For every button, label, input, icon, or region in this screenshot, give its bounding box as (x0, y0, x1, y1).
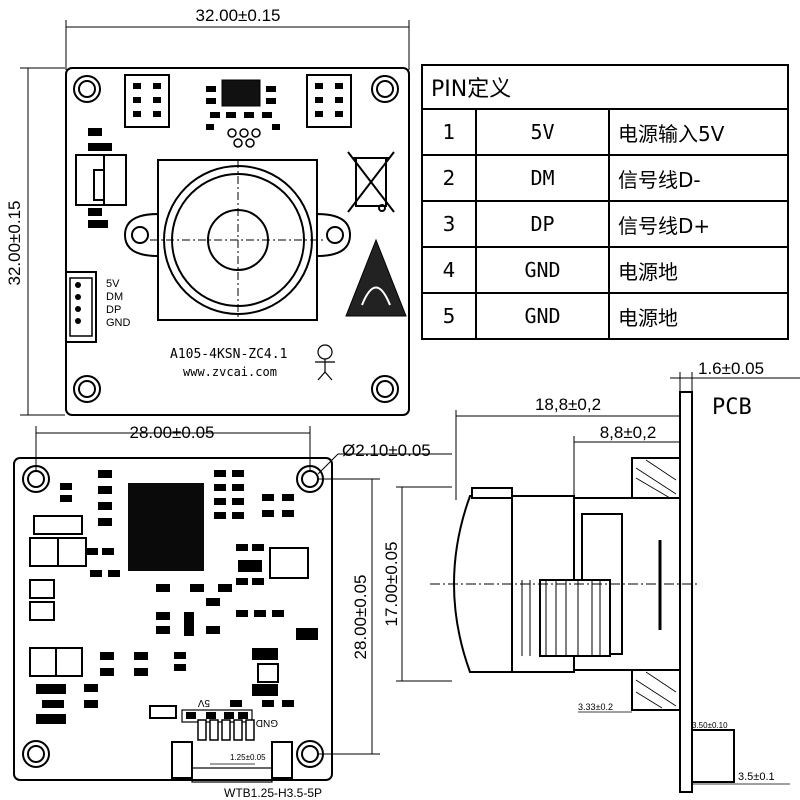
pin-table-title: PIN定义 (421, 64, 789, 110)
usb-connector (65, 271, 97, 343)
mount-hole-icon (73, 75, 399, 403)
pin-number: 1 (421, 108, 477, 156)
pin-number: 2 (421, 154, 477, 202)
pin-signal: GND (475, 292, 610, 340)
table-row: 2 DM 信号线D- (421, 154, 789, 202)
conn-label-dp: DP (106, 304, 121, 316)
pin-description: 电源输入5V (608, 108, 789, 156)
table-row: 5 GND 电源地 (421, 292, 789, 340)
pin-number: 3 (421, 200, 477, 248)
ic-chip (221, 79, 261, 107)
website-label: www.zvcai.com (183, 365, 277, 379)
pin-signal: GND (475, 246, 610, 294)
top-board-outline (65, 67, 410, 416)
conn-label-5v: 5V (106, 278, 120, 290)
conn-label-gnd: GND (106, 317, 131, 329)
pin-number: 4 (421, 246, 477, 294)
pin-signal: DM (475, 154, 610, 202)
table-row: 1 5V 电源输入5V (421, 108, 789, 156)
mascot-icon (315, 344, 335, 381)
pin-definition-table: PIN定义 1 5V 电源输入5V 2 DM 信号线D- 3 DP 信号线D+ … (421, 64, 789, 340)
pin-description: 电源地 (608, 292, 789, 340)
pin-signal: 5V (475, 108, 610, 156)
conn-label-dm: DM (106, 291, 123, 303)
pin-description: 信号线D- (608, 154, 789, 202)
esd-warning-icon (345, 238, 407, 317)
pin-signal: DP (475, 200, 610, 248)
pin-description: 信号线D+ (608, 200, 789, 248)
weee-bin-icon (347, 151, 395, 213)
model-label: A105-4KSN-ZC4.1 (170, 347, 287, 362)
top-height-dim: 32.00±0.15 (5, 201, 24, 286)
pin-description: 电源地 (608, 246, 789, 294)
table-row: 4 GND 电源地 (421, 246, 789, 294)
pin-number: 5 (421, 292, 477, 340)
pad-block (124, 74, 352, 128)
top-width-dim: 32.00±0.15 (196, 6, 281, 25)
table-row: 3 DP 信号线D+ (421, 200, 789, 248)
